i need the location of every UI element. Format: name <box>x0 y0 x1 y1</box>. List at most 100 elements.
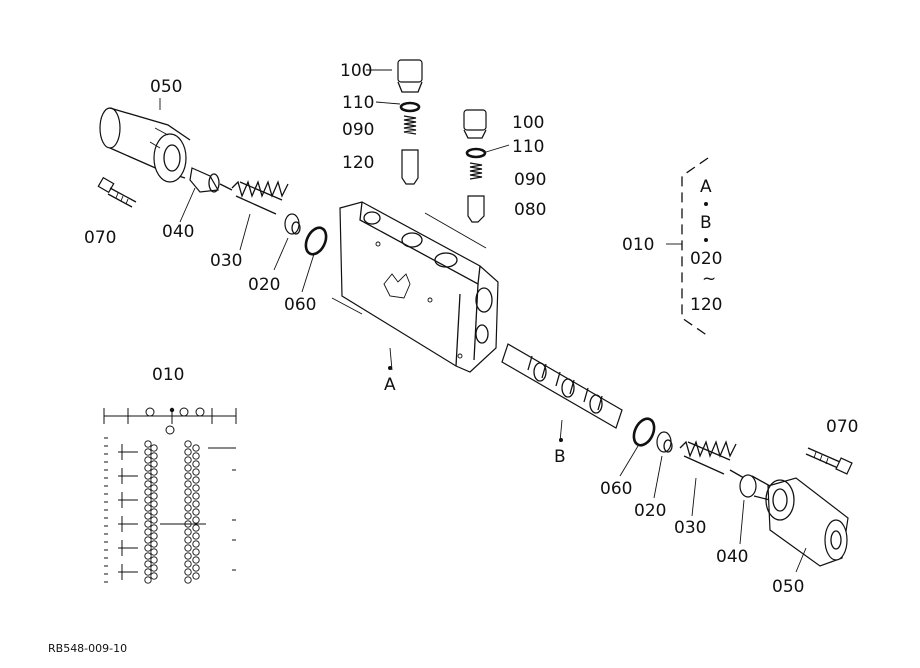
inset-dot <box>184 568 192 576</box>
inset-dot <box>150 532 158 540</box>
inset-dot <box>150 548 158 556</box>
label-070-left: 070 <box>84 228 116 248</box>
inset-dot <box>192 516 200 524</box>
inset-dot <box>192 532 200 540</box>
inset-dot <box>150 516 158 524</box>
o-ring-right <box>632 417 656 447</box>
inset-dot <box>150 572 158 580</box>
label-010-right: 010 <box>622 235 654 255</box>
inset-dot <box>192 484 200 492</box>
inset-dot <box>192 572 200 580</box>
inset-dot-filled <box>169 407 175 413</box>
label-050-bottom: 050 <box>772 577 804 597</box>
leader-lines <box>159 69 807 573</box>
label-100-b: 100 <box>512 113 544 133</box>
inset-dot <box>150 556 158 564</box>
inset-dot <box>184 544 192 552</box>
inset-dot <box>145 407 155 417</box>
inset-dot <box>144 488 152 496</box>
inset-dot <box>144 544 152 552</box>
inset-dot <box>144 560 152 568</box>
spring-right <box>679 440 737 475</box>
inset-dot <box>144 552 152 560</box>
inset-dot <box>184 456 192 464</box>
set-bracket <box>666 157 709 337</box>
inset-dot <box>184 496 192 504</box>
label-030-left: 030 <box>210 251 242 271</box>
inset-dot <box>144 480 152 488</box>
inset-dot <box>144 448 152 456</box>
inset-dot <box>144 440 152 448</box>
valve-body <box>331 201 499 373</box>
end-cap-right <box>765 477 849 567</box>
label-120-a: 120 <box>342 153 374 173</box>
label-020-left: 020 <box>248 275 280 295</box>
inset-dot <box>144 496 152 504</box>
label-090-b: 090 <box>514 170 546 190</box>
inset-dot <box>150 500 158 508</box>
inset-dot <box>184 480 192 488</box>
label-060-right: 060 <box>600 479 632 499</box>
bracket-label-020: 020 <box>690 249 722 269</box>
inset-dot <box>150 508 158 516</box>
retainer-left <box>284 213 301 235</box>
spring-left <box>231 180 289 215</box>
o-ring-left <box>304 226 328 256</box>
inset-dot <box>150 476 158 484</box>
label-090-a: 090 <box>342 120 374 140</box>
end-cap-left <box>99 107 191 183</box>
inset-dot <box>150 468 158 476</box>
inset-dot <box>184 448 192 456</box>
plug-right <box>729 469 771 501</box>
inset-parts-matrix <box>103 407 237 584</box>
inset-dot <box>150 460 158 468</box>
inset-dot <box>144 504 152 512</box>
marker-a: A <box>384 375 396 395</box>
inset-dot <box>144 464 152 472</box>
inset-dot <box>144 520 152 528</box>
inset-dot <box>184 536 192 544</box>
label-080-b: 080 <box>514 200 546 220</box>
inset-dot <box>150 484 158 492</box>
inset-dot <box>150 564 158 572</box>
inset-dot <box>192 460 200 468</box>
inset-dot <box>150 524 158 532</box>
drawing-code: RB548-009-10 <box>48 642 127 655</box>
inset-dot <box>150 540 158 548</box>
label-110-a: 110 <box>342 93 374 113</box>
label-040-left: 040 <box>162 222 194 242</box>
inset-dot <box>184 472 192 480</box>
inset-dot <box>150 444 158 452</box>
bracket-label-120: 120 <box>690 295 722 315</box>
spool <box>501 343 623 429</box>
inset-dot <box>184 512 192 520</box>
inset-dot <box>192 452 200 460</box>
inset-dot <box>179 407 189 417</box>
inset-dot <box>192 508 200 516</box>
inset-dot <box>144 528 152 536</box>
bolt-right <box>805 447 853 475</box>
inset-dot <box>195 407 205 417</box>
label-020-right: 020 <box>634 501 666 521</box>
inset-dot <box>192 564 200 572</box>
label-100-a: 100 <box>340 61 372 81</box>
inset-dot <box>184 560 192 568</box>
label-060-left: 060 <box>284 295 316 315</box>
plug-set-upper <box>397 59 423 185</box>
inset-dot <box>150 452 158 460</box>
bracket-label-a: A <box>700 177 712 197</box>
inset-dot <box>184 440 192 448</box>
inset-dot <box>144 536 152 544</box>
label-070-right: 070 <box>826 417 858 437</box>
inset-dot <box>184 552 192 560</box>
bracket-label-tilde: ~ <box>702 269 716 289</box>
inset-dot <box>192 540 200 548</box>
label-050-top: 050 <box>150 77 182 97</box>
plug-left <box>189 167 233 193</box>
inset-dot <box>192 468 200 476</box>
inset-dot <box>184 488 192 496</box>
inset-dot <box>192 476 200 484</box>
inset-dot <box>192 492 200 500</box>
inset-dot <box>144 576 152 584</box>
inset-dot <box>184 576 192 584</box>
